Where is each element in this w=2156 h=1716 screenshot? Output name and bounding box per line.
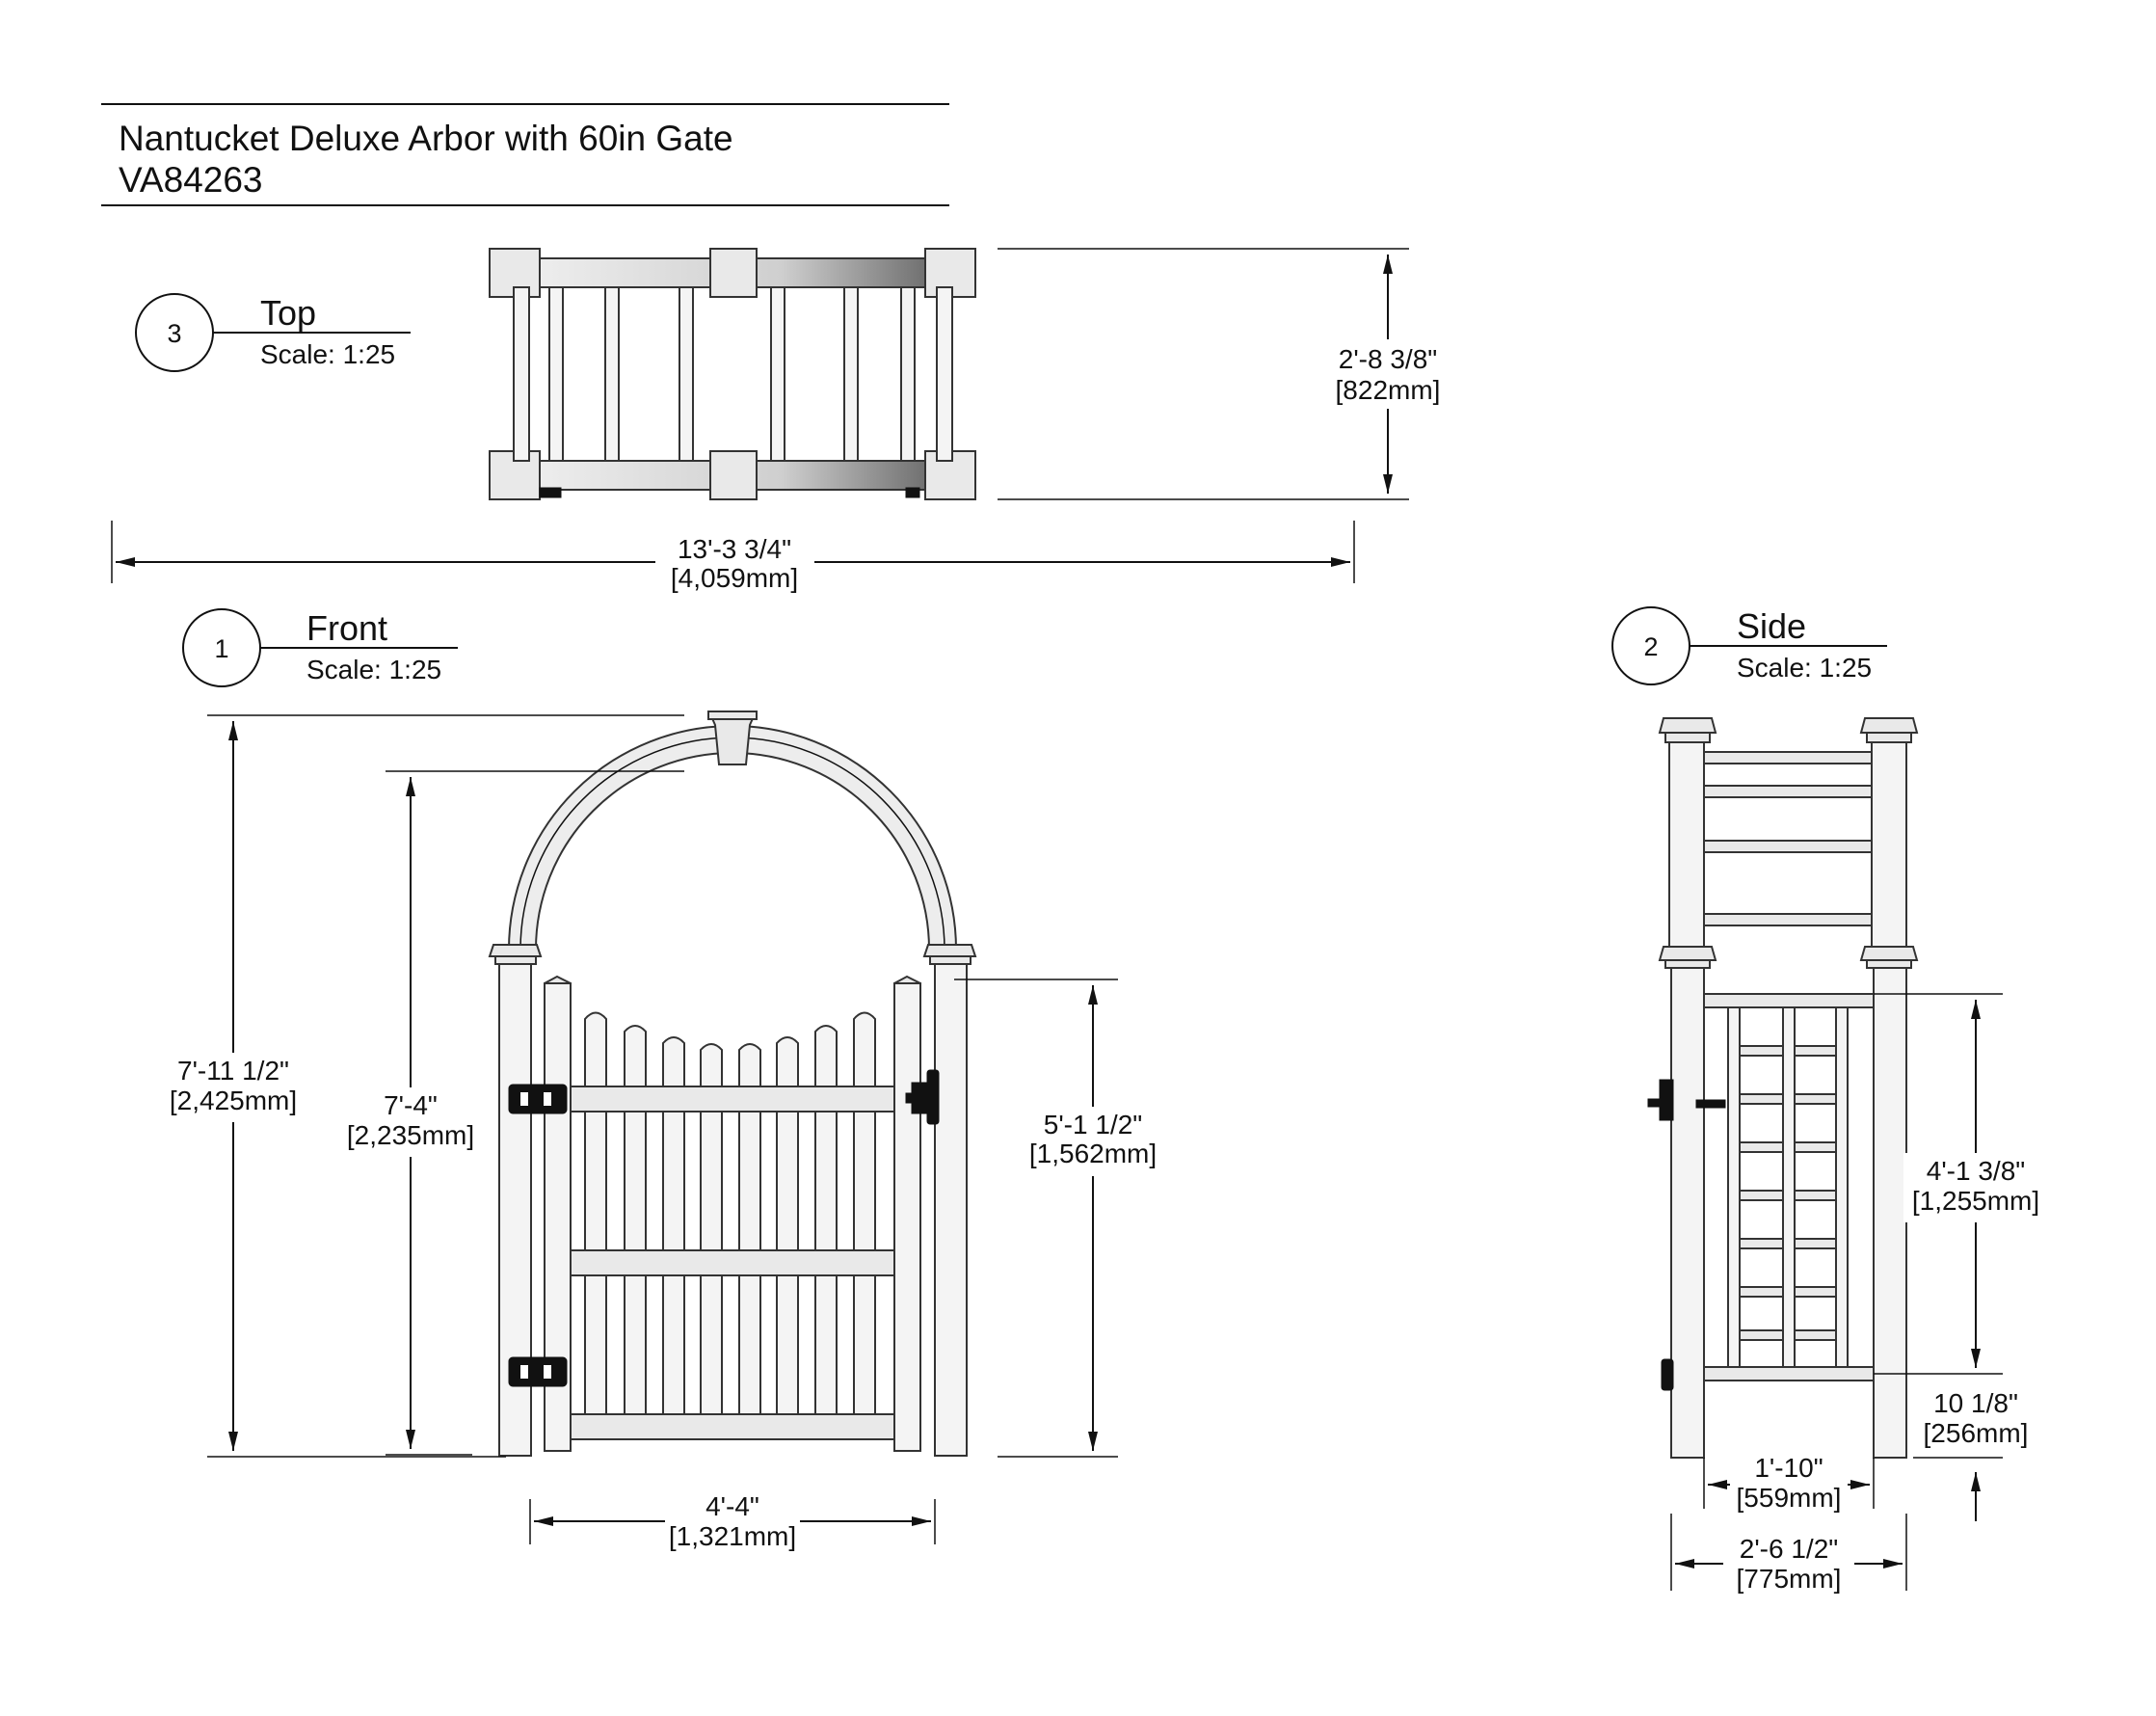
dim-bottom-clearance-imperial: 10 1/8" — [1933, 1388, 2018, 1418]
gate-rail-bottom — [570, 1413, 895, 1440]
view-scale: Scale: 1:25 — [1737, 653, 1872, 683]
view-scale: Scale: 1:25 — [260, 339, 395, 369]
top-view-drawing — [489, 248, 976, 500]
side-ladder-rungs — [1739, 1045, 1837, 1341]
post-cap-left — [488, 944, 543, 957]
latch-detail — [905, 487, 920, 498]
dim-inner-height-imperial: 7'-4" — [384, 1090, 438, 1120]
front-view-drawing — [488, 711, 977, 1457]
dim-overall-width-metric: [4,059mm] — [671, 563, 798, 593]
dim-overall-height-metric: [2,425mm] — [170, 1086, 297, 1115]
view-label-front: 1 Front Scale: 1:25 — [182, 608, 458, 687]
side-lower-post-left — [1670, 967, 1705, 1459]
view-scale: Scale: 1:25 — [306, 655, 441, 684]
dim-gate-post-height: 5'-1 1/2" [1,562mm] — [954, 979, 1168, 1458]
view-label-side: 2 Side Scale: 1:25 — [1611, 606, 1887, 685]
dim-side-inner-width-metric: [559mm] — [1737, 1483, 1842, 1513]
side-rail — [513, 286, 530, 462]
dim-side-outer-width-metric: [775mm] — [1737, 1564, 1842, 1594]
post-cap-right — [922, 944, 977, 957]
dim-gate-post-height-imperial: 5'-1 1/2" — [1044, 1110, 1142, 1140]
dim-gate-width-metric: [1,321mm] — [669, 1521, 796, 1551]
side-upper-cap-left — [1658, 717, 1717, 734]
gate-pickets — [584, 1011, 876, 1422]
gate-rail-top — [570, 1086, 895, 1113]
side-lower-post-right — [1873, 967, 1907, 1459]
center-block — [709, 248, 758, 298]
dim-top-depth-imperial: 2'-8 3/8" — [1339, 344, 1437, 374]
dim-side-inner-width: 1'-10" [559mm] — [1703, 1451, 1875, 1518]
side-rail — [936, 286, 953, 462]
side-upper-slats — [1703, 751, 1873, 926]
view-name: Front — [306, 608, 387, 648]
keystone-cap — [707, 711, 758, 720]
dim-top-depth: 2'-8 3/8" [822mm] — [998, 248, 1455, 500]
arch-keystone — [709, 715, 756, 765]
dim-gate-post-height-metric: [1,562mm] — [1029, 1139, 1157, 1168]
dim-side-panel-height: 4'-1 3/8" [1,255mm] — [1874, 993, 2048, 1375]
hinge-icon — [1661, 1358, 1674, 1391]
dim-bottom-clearance-metric: [256mm] — [1924, 1418, 2029, 1448]
side-panel-rail-bottom — [1703, 1366, 1875, 1381]
hinge-detail — [539, 487, 562, 498]
side-mid-cap-right — [1859, 946, 1919, 961]
side-mid-cap-left — [1658, 946, 1717, 961]
side-upper-cap-right — [1859, 717, 1919, 734]
latch-icon — [1647, 1079, 1726, 1121]
gate-rail-middle — [570, 1249, 895, 1276]
product-name: Nantucket Deluxe Arbor with 60in Gate — [119, 119, 733, 158]
arbor-post-right — [934, 963, 968, 1457]
title-block: Nantucket Deluxe Arbor with 60in Gate VA… — [101, 103, 949, 206]
gate-post-right — [893, 982, 921, 1452]
dim-gate-width: 4'-4" [1,321mm] — [529, 1489, 936, 1557]
view-label-top: 3 Top Scale: 1:25 — [135, 293, 411, 372]
side-view-drawing — [1647, 717, 1919, 1459]
dim-side-outer-width-imperial: 2'-6 1/2" — [1740, 1534, 1838, 1564]
dim-top-depth-metric: [822mm] — [1336, 375, 1441, 405]
product-code: VA84263 — [119, 160, 263, 200]
dim-side-outer-width: 2'-6 1/2" [775mm] — [1670, 1514, 1907, 1598]
side-panel-rail-top — [1703, 993, 1875, 1008]
view-number: 2 — [1643, 632, 1658, 661]
dim-side-inner-width-imperial: 1'-10" — [1754, 1453, 1823, 1483]
view-name: Top — [260, 293, 316, 333]
view-number: 1 — [214, 634, 228, 663]
dim-inner-height-metric: [2,235mm] — [347, 1120, 474, 1150]
side-upper-post-left — [1668, 741, 1705, 948]
view-name: Side — [1737, 606, 1806, 646]
side-upper-post-right — [1871, 741, 1907, 948]
dim-gate-width-imperial: 4'-4" — [705, 1491, 759, 1521]
dim-overall-height-imperial: 7'-11 1/2" — [177, 1056, 289, 1086]
dim-overall-width-imperial: 13'-3 3/4" — [678, 534, 791, 564]
post-cap-right-base — [929, 955, 972, 965]
dim-inner-height: 7'-4" [2,235mm] — [335, 770, 684, 1456]
view-number: 3 — [167, 319, 181, 348]
dim-side-panel-height-metric: [1,255mm] — [1912, 1186, 2039, 1216]
hinge-icon — [508, 1084, 568, 1114]
latch-icon — [905, 1069, 940, 1125]
hinge-icon — [508, 1356, 568, 1387]
post-cap-left-base — [494, 955, 537, 965]
top-slats — [548, 286, 916, 462]
dim-side-panel-height-imperial: 4'-1 3/8" — [1927, 1156, 2025, 1186]
dim-overall-width: 13'-3 3/4" [4,059mm] — [111, 521, 1355, 598]
dim-overall-height: 7'-11 1/2" [2,425mm] — [154, 714, 684, 1458]
center-block — [709, 450, 758, 500]
dim-bottom-clearance: 10 1/8" [256mm] — [1913, 1388, 2028, 1521]
